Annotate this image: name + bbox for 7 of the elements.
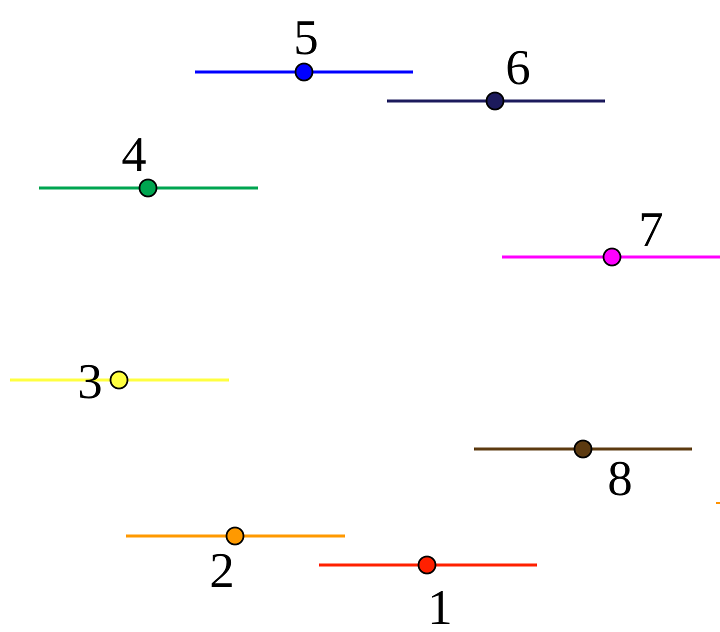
point-number: 7	[638, 204, 664, 254]
point-number: 2	[210, 545, 234, 595]
point-number: 4	[122, 129, 146, 179]
point-number: 1	[428, 582, 452, 632]
point-number: 5	[294, 12, 318, 62]
point-number: 8	[608, 453, 632, 503]
point-number: 6	[506, 42, 530, 92]
